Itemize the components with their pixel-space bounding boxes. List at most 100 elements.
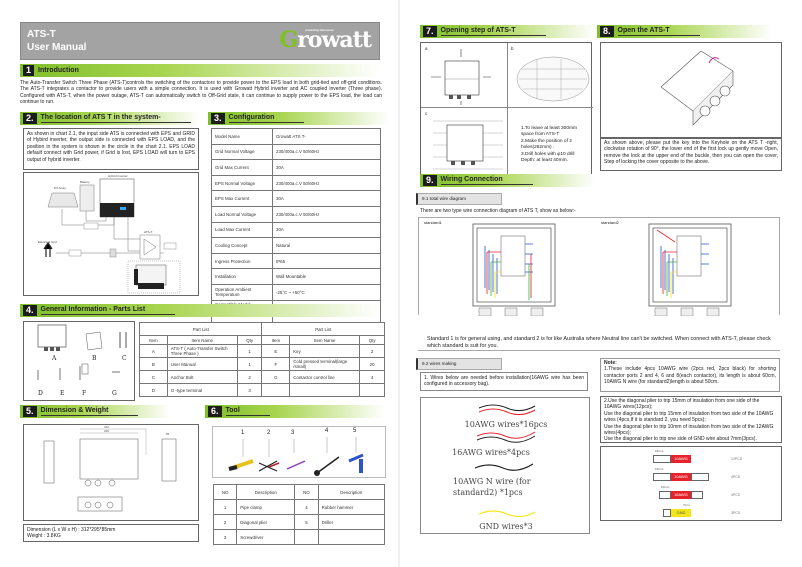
part-label: A	[52, 355, 57, 362]
wire-label: 10AWG N wire (for standard2) *1pcs	[453, 477, 531, 497]
svg-text:ATS-T: ATS-T	[144, 230, 153, 234]
title-line2: User Manual	[27, 42, 87, 53]
subsection-9-2: 9.2 wires making	[416, 358, 502, 370]
section-number: 8.	[600, 26, 614, 37]
wire-label: 16AWG wires*4pcs	[452, 448, 530, 457]
svg-text:Battery: Battery	[80, 180, 90, 184]
section-title: The location of ATS T in the system-	[40, 114, 191, 123]
wire-intro: There are two type wire connection diagr…	[420, 208, 576, 214]
section-9-header: 9.Wiring Connection	[420, 174, 595, 187]
section-title: Configuration	[228, 114, 305, 123]
wires-intro: 1. Wires below are needed before install…	[420, 372, 588, 391]
part-label: E	[60, 390, 65, 397]
section-number: 2.	[23, 113, 37, 124]
strip-10awg-one-side: 10AWG	[671, 455, 691, 463]
standard1-label: standard1	[424, 220, 442, 225]
note-body: 1.These include 4pcs 10AWG wire (2pcs re…	[604, 366, 776, 386]
section-6-header: 6.Tool	[205, 405, 385, 418]
opening-steps-svg	[431, 49, 590, 170]
strip-10awg-two-side: 10AWG	[671, 473, 691, 481]
part-label: F	[82, 390, 87, 397]
open-ats-svg	[660, 50, 734, 126]
section-title: Introduction	[38, 66, 79, 74]
standard-note: Standard 1 is for general using, and sta…	[427, 336, 771, 349]
tools-illustration: 1 2 3 4 5	[212, 426, 386, 478]
parts-illustration: A B C D E F G	[23, 321, 135, 401]
subsection-9-1: 9.1 total wire diagram	[416, 193, 502, 205]
strip-qty: 3PCS	[731, 511, 741, 515]
panel-label: c	[425, 111, 428, 116]
section-number: 7.	[423, 26, 437, 37]
strip-dim: 7mm	[683, 503, 690, 507]
wires-svg	[474, 404, 536, 518]
section-title: Wiring Connection	[440, 176, 533, 185]
section-number: 6.	[208, 406, 222, 417]
part-label: C	[122, 355, 127, 362]
svg-text:Hybrid Inverter: Hybrid Inverter	[108, 174, 128, 178]
dimension-weight-box: Dimension (L x W x H) : 312*295*85mm Wei…	[23, 524, 199, 542]
intro-text: The Auto-Transfer Switch Three Phase (AT…	[20, 80, 382, 106]
standard2-label: standard2	[601, 220, 619, 225]
standard2-diagram	[648, 223, 732, 317]
section-2-header: 2.The location of ATS T in the system-	[20, 112, 200, 125]
strip-instructions: 2.Use the diagonal plier to trip 15mm of…	[600, 396, 782, 443]
strip-qty: 4PCS	[731, 475, 741, 479]
strip-dim: 10mm	[661, 485, 670, 489]
open-ats-illustration	[600, 42, 782, 138]
svg-text:312: 312	[104, 425, 109, 429]
section-4-header: 4.General Information - Parts List	[20, 304, 380, 317]
wires-illustration: 10AWG wires*16pcs 16AWG wires*4pcs 10AWG…	[420, 397, 590, 534]
parts-svg	[37, 324, 127, 380]
note-title: Note:	[604, 360, 617, 366]
part-label: G	[112, 390, 117, 397]
opening-steps-panel: a b c 1.To leave at least 300mm space fr…	[420, 42, 593, 178]
section-title: Dimension & Weight	[40, 407, 139, 416]
section-title: General Information - Parts List	[40, 306, 176, 315]
dimension-text: Dimension (L x W x H) : 312*295*85mm	[27, 527, 116, 533]
note-box: Note: 1.These include 4pcs 10AWG wire (2…	[600, 358, 780, 392]
system-diagram-svg: Hybrid Inverter PV Array Battery Electri…	[38, 174, 181, 294]
tool-number: 3	[291, 430, 295, 436]
tools-svg	[228, 437, 364, 476]
section-number: 1	[23, 65, 35, 76]
section-5-header: 5.Dimension & Weight	[20, 405, 170, 418]
tool-number: 2	[267, 430, 271, 436]
svg-text:295: 295	[104, 429, 109, 433]
section-8-header: 8.Open the ATS-T	[597, 25, 772, 38]
section-title: Opening step of ATS-T	[440, 27, 546, 36]
section-number: 9.	[423, 175, 437, 186]
part-label: D	[38, 390, 43, 397]
strip-gnd: GND	[671, 509, 691, 517]
wire-label: GND wires*3	[479, 522, 533, 531]
divider	[418, 350, 780, 351]
section-number: 5.	[23, 406, 37, 417]
wire-diagrams: standard1 standard2	[418, 217, 780, 317]
system-diagram: Hybrid Inverter PV Array Battery Electri…	[23, 172, 199, 296]
table-row: Operation Ambient Temperature-25°C ~ +50…	[210, 283, 381, 301]
open-ats-text: As shown above, please put the key into …	[600, 138, 782, 171]
strip-diagram: 10AWG 12PCS 15mm 10AWG 4PCS 15mm 16AWG 4…	[600, 446, 782, 521]
section-title: Tool	[225, 407, 270, 416]
section-title: Open the ATS-T	[617, 27, 700, 36]
